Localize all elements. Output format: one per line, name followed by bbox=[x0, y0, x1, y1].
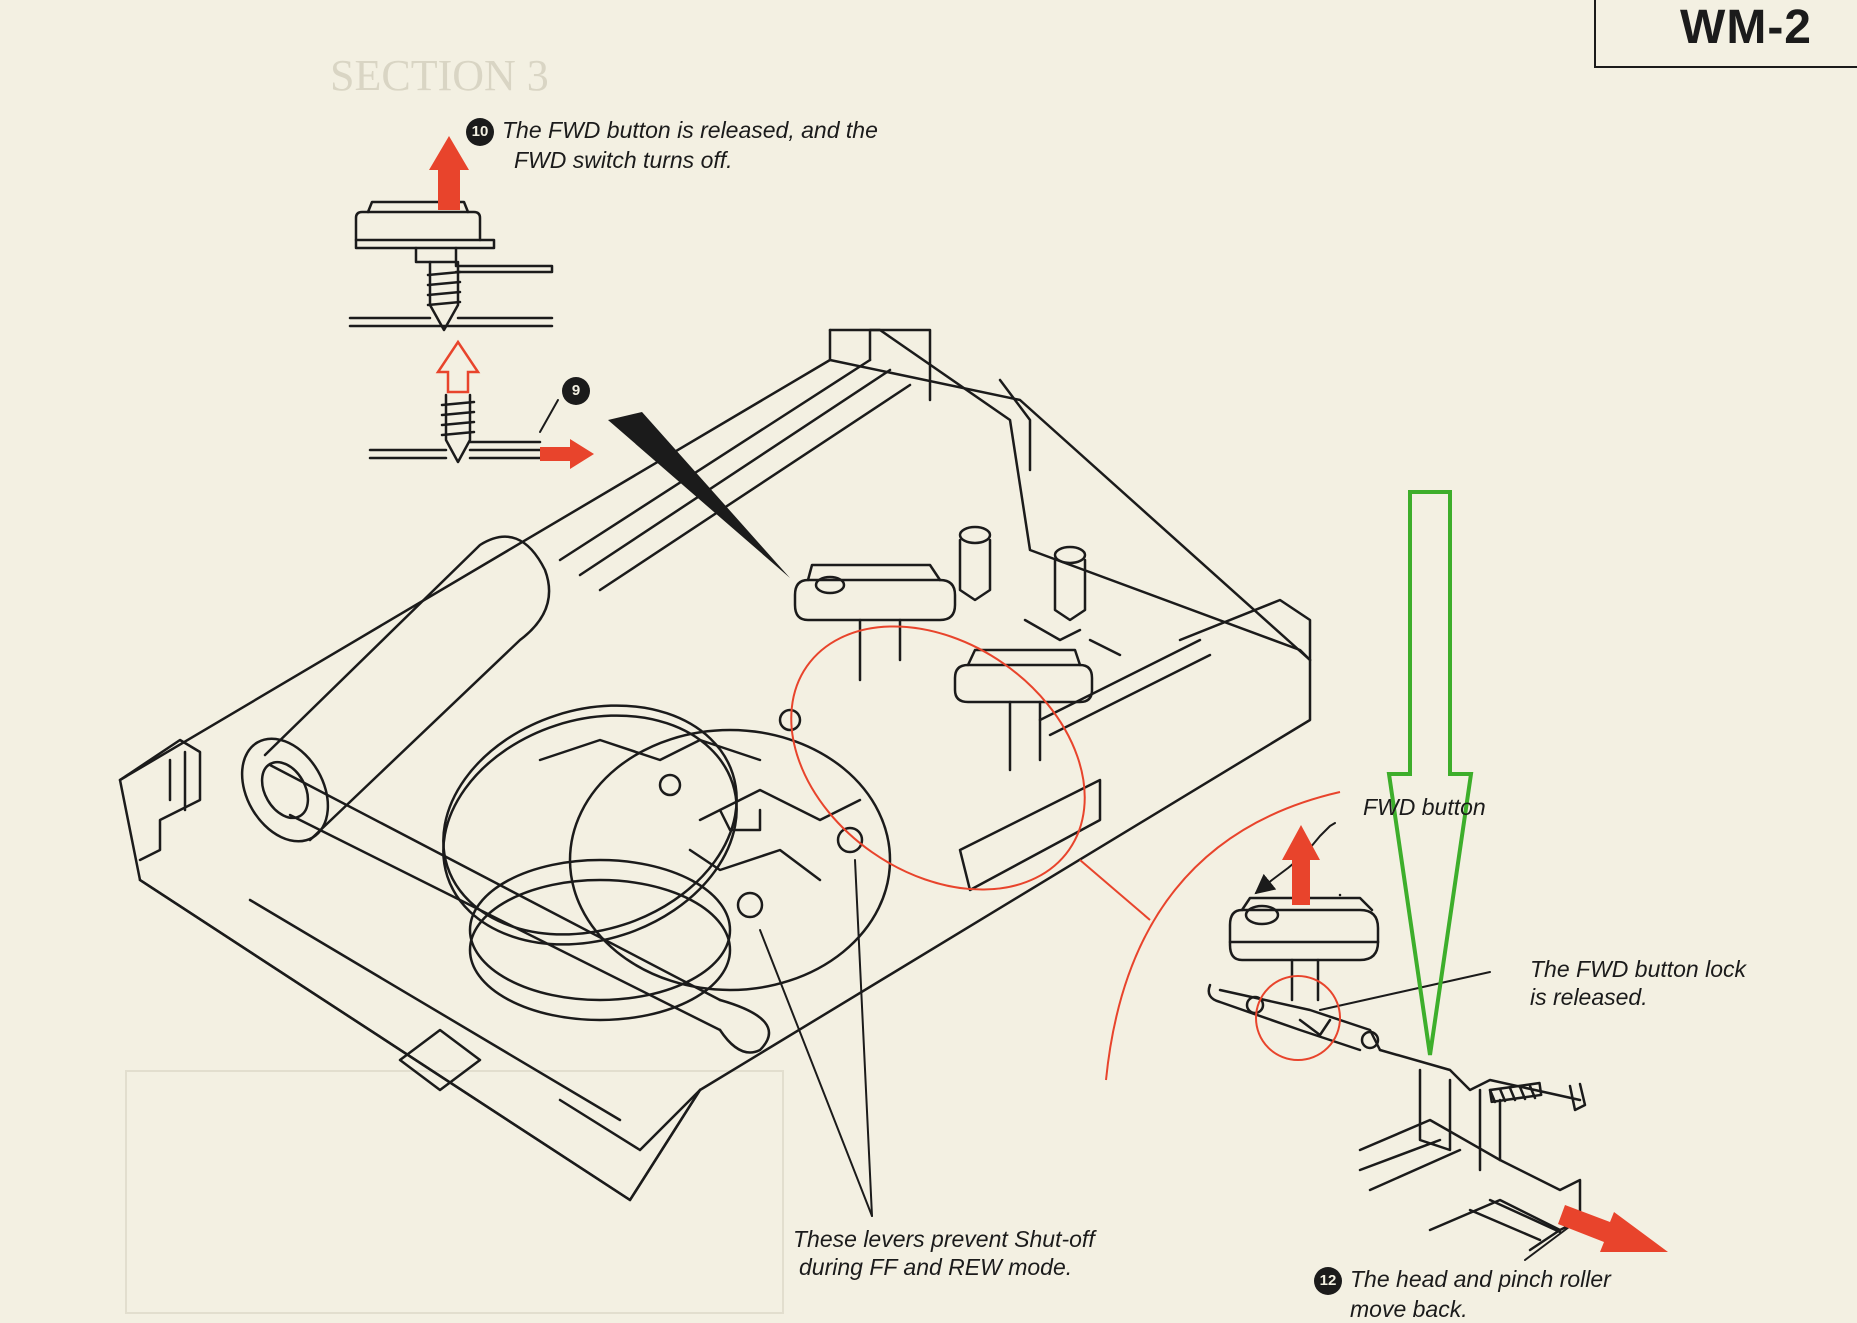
step10-release-arrow bbox=[429, 136, 469, 210]
lock-leader bbox=[1319, 971, 1491, 1011]
step12-line2: move back. bbox=[1350, 1295, 1468, 1322]
levers-leader-2 bbox=[854, 859, 873, 1217]
mechanism-chassis bbox=[118, 328, 1312, 1202]
detail-arc bbox=[1105, 791, 1341, 1081]
levers-line2: during FF and REW mode. bbox=[799, 1254, 1073, 1280]
lock-line2: is released. bbox=[1530, 984, 1648, 1010]
lock-highlight-circle bbox=[1255, 975, 1341, 1061]
fwd-button-text: FWD button bbox=[1363, 794, 1486, 820]
levers-leader-1 bbox=[759, 929, 873, 1217]
model-badge-text: WM-2 bbox=[1680, 1, 1812, 54]
switch-motion-arrow bbox=[435, 339, 481, 394]
step10-line1: The FWD button is released, and the bbox=[502, 117, 878, 143]
levers-callout: These levers prevent Shut-off during FF … bbox=[793, 1225, 1095, 1281]
step12-callout: 12 The head and pinch roller move back. bbox=[1314, 1265, 1611, 1323]
step10-callout: 10 The FWD button is released, and the FW… bbox=[466, 116, 878, 174]
model-badge: WM-2 bbox=[1594, 0, 1857, 68]
motor-and-belt bbox=[240, 535, 771, 1054]
lock-line1: The FWD button lock bbox=[1530, 956, 1747, 982]
detail-pointer-wedge bbox=[608, 412, 790, 578]
detail-connector bbox=[1079, 859, 1151, 921]
control-buttons bbox=[793, 525, 1122, 772]
fwd-button-release-arrow bbox=[1282, 825, 1320, 905]
flywheel-and-gears bbox=[442, 704, 892, 1022]
step9-leader bbox=[539, 399, 559, 433]
bleed-through-heading: SECTION 3 bbox=[330, 51, 549, 100]
step9-callout: 9 bbox=[562, 375, 598, 405]
bleed-through-table bbox=[125, 1070, 784, 1314]
fwd-lock-detail bbox=[1207, 896, 1587, 1252]
lever-highlight-ellipse bbox=[790, 625, 1086, 891]
step12-line1: The head and pinch roller bbox=[1350, 1266, 1611, 1292]
step10-number: 10 bbox=[466, 117, 494, 146]
annotation-arrow bbox=[1386, 490, 1474, 1056]
lock-callout: The FWD button lock is released. bbox=[1530, 955, 1746, 1011]
fwd-switch-detail bbox=[348, 200, 554, 464]
head-move-back-arrow bbox=[1558, 1205, 1668, 1252]
step12-number: 12 bbox=[1314, 1266, 1342, 1295]
step10-line2: FWD switch turns off. bbox=[514, 146, 733, 173]
step9-move-arrow bbox=[540, 439, 594, 469]
fwd-button-label: FWD button bbox=[1363, 793, 1486, 821]
levers-line1: These levers prevent Shut-off bbox=[793, 1226, 1095, 1252]
step9-number: 9 bbox=[562, 376, 590, 405]
